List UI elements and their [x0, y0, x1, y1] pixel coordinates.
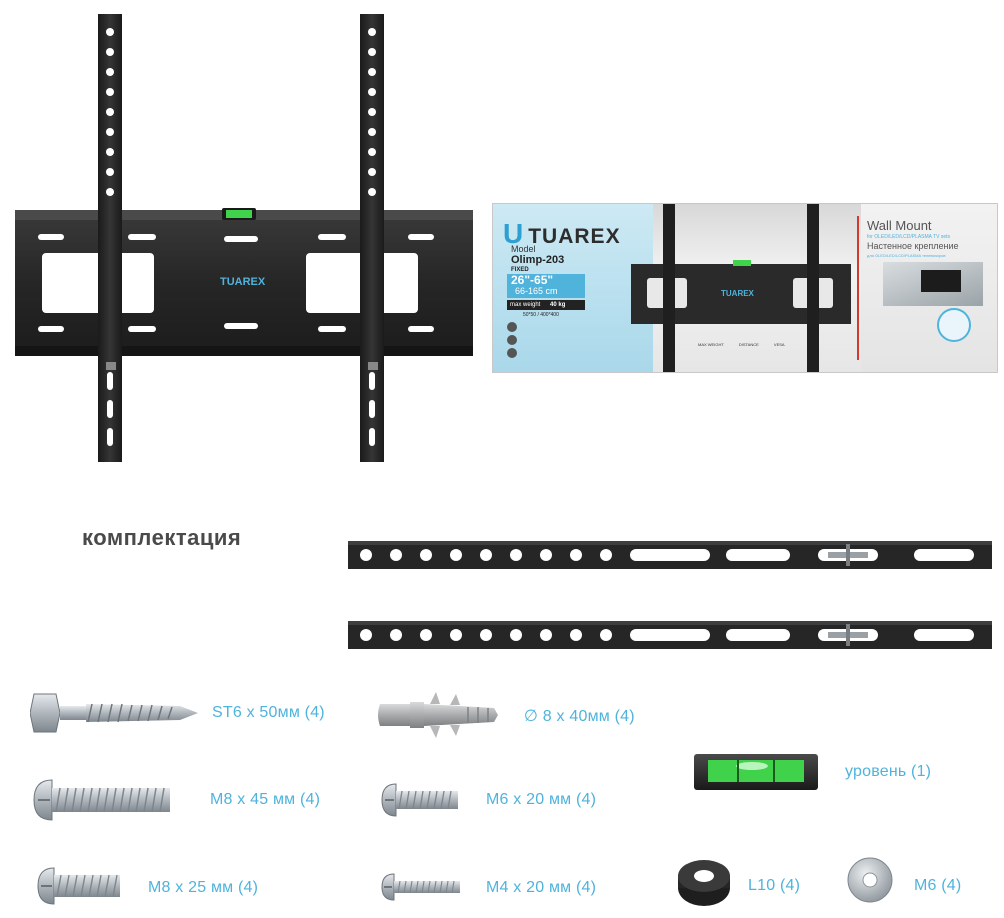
tv-arm-top: [348, 541, 992, 569]
box-model-label: Model: [511, 244, 536, 254]
box-brand-text: TUAREX: [528, 225, 621, 248]
box-warranty-badge: [937, 308, 971, 342]
box-tv-icon: [921, 270, 961, 292]
box-product-photo: TUAREX: [621, 204, 861, 372]
washer-image: [847, 857, 893, 903]
box-spec-strip: MAX WEIGHT DISTANCE VESA: [698, 342, 798, 347]
box-logo-u-icon: U: [503, 218, 525, 249]
box-check-icon: [507, 335, 517, 345]
box-max-weight: max weight 40 kg: [507, 300, 585, 310]
bolt-m6x20-label: M6 x 20 мм (4): [486, 791, 597, 808]
wall-mount-image: TUAREX: [15, 14, 473, 462]
box-model-name: Olimp-203: [511, 254, 565, 266]
box-right-panel: Wall Mount for OLED/LED/LCD/PLASMA TV se…: [861, 204, 997, 372]
box-spec-vesa: VESA: [773, 342, 785, 347]
spacer-image: [678, 860, 730, 906]
box-subtitle-ru: для OLED/LED/LCD/PLASMA телевизоров: [867, 253, 946, 258]
box-shield-icon: [507, 322, 517, 332]
box-red-divider: [857, 216, 859, 360]
box-spec-max-weight: MAX WEIGHT: [698, 342, 724, 347]
box-size-block: 26"-65" 66-165 cm: [507, 274, 585, 298]
box-vesa: 50*50 / 400*400: [523, 312, 559, 318]
box-photo-logo: TUAREX: [721, 289, 755, 298]
box-spec-distance: DISTANCE: [738, 342, 759, 347]
box-max-weight-label: max weight: [510, 302, 541, 308]
box-type: FIXED: [511, 267, 529, 273]
wood-screw-image: [30, 693, 198, 733]
box-tool-icon: [507, 348, 517, 358]
wall-plug-label: ∅ 8 x 40мм (4): [524, 708, 635, 725]
box-title-en: Wall Mount: [867, 218, 932, 233]
tv-arm-bottom: [348, 621, 992, 649]
kit-section-title: комплектация: [82, 525, 242, 550]
bolt-m8x25-label: M8 x 25 мм (4): [148, 879, 259, 896]
box-size-inch: 26"-65": [511, 273, 554, 287]
bolt-m8x45-image: [33, 779, 170, 821]
box-subtitle-en: for OLED/LED/LCD/PLASMA TV sets: [867, 234, 950, 240]
bolt-m8x25-image: [37, 867, 120, 905]
bolt-m6x20-image: [381, 783, 458, 817]
box-max-weight-value: 40 kg: [550, 302, 566, 308]
mount-logo: TUAREX: [220, 276, 266, 288]
bubble-level-label: уровень (1): [845, 763, 932, 780]
box-title-ru: Настенное крепление: [867, 241, 959, 251]
box-size-cm: 66-165 cm: [515, 286, 558, 296]
washer-label: M6 (4): [914, 877, 962, 894]
wall-plug-image: [378, 692, 498, 738]
bubble-level-image: [694, 754, 818, 790]
bolt-m4x20-label: M4 x 20 мм (4): [486, 879, 597, 896]
spacer-label: L10 (4): [748, 877, 801, 894]
bolt-m4x20-image: [381, 873, 460, 901]
box-feature-icons: [507, 322, 521, 362]
wood-screw-label: ST6 x 50мм (4): [212, 704, 325, 721]
bolt-m8x45-label: M8 x 45 мм (4): [210, 791, 321, 808]
